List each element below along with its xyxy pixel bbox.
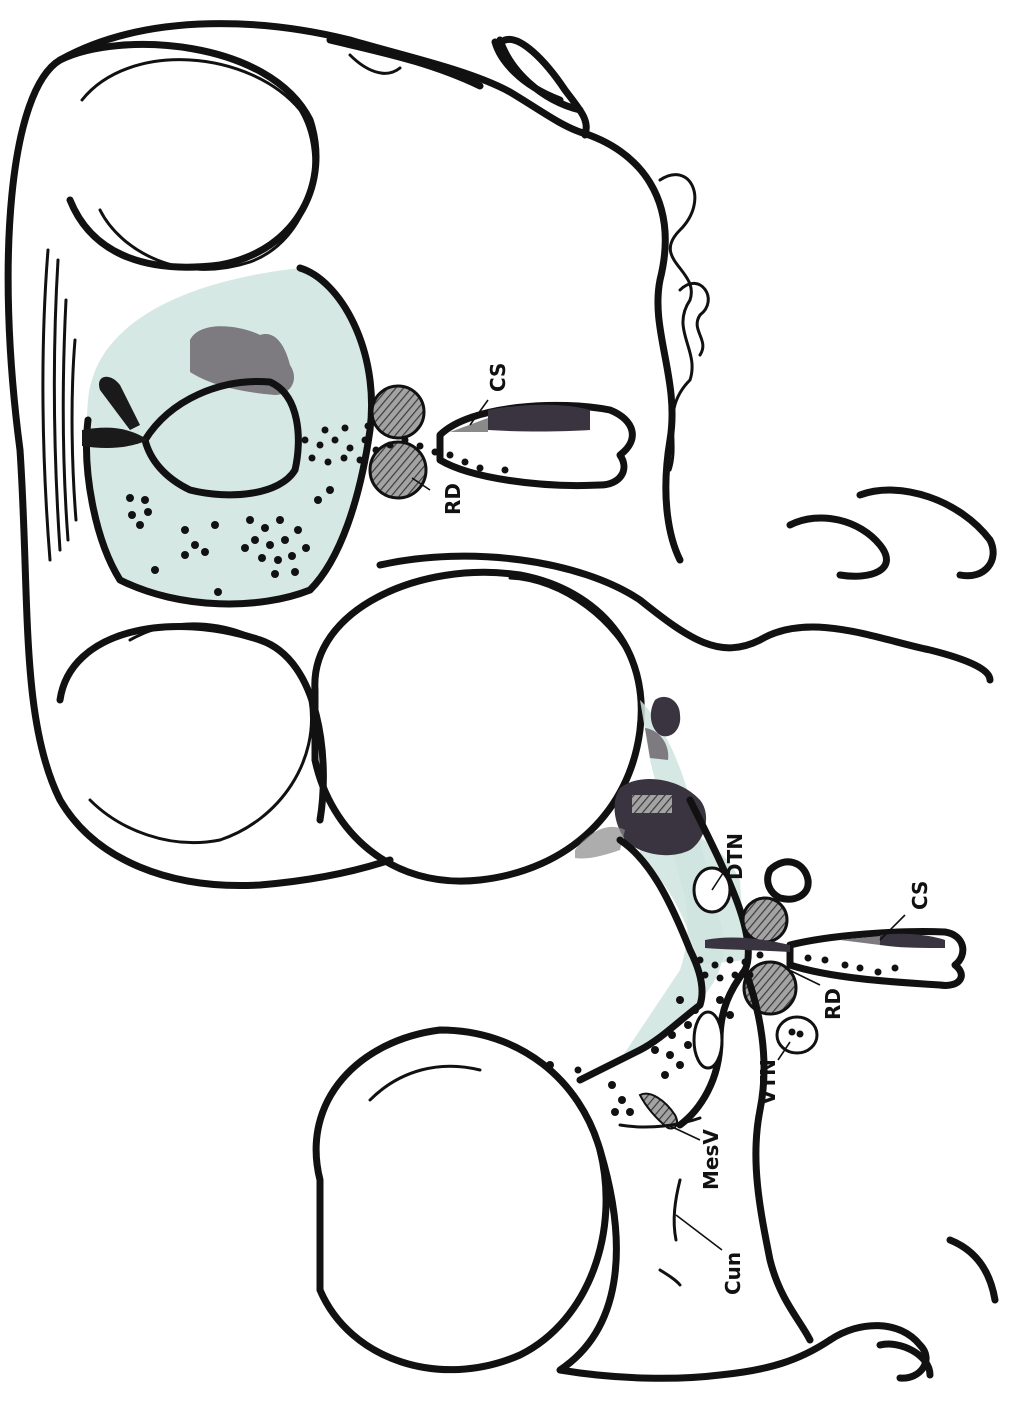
lower-mesv-nucleus [640, 1094, 677, 1129]
lower-small-blob [768, 862, 808, 899]
label-cs-lower: CS [908, 881, 932, 910]
upper-section [8, 24, 993, 886]
upper-bottom-lobe [90, 624, 312, 843]
label-rd-upper: RD [441, 483, 465, 515]
label-vtn: VTN [756, 1059, 780, 1105]
lower-dark-block-hatch [632, 795, 672, 813]
upper-right-lobe [495, 40, 580, 110]
upper-rd-nucleus-a [372, 386, 424, 438]
label-cun: Cun [721, 1252, 745, 1295]
lower-grey-shadow [575, 827, 625, 859]
lower-small-tick [660, 1270, 680, 1285]
upper-striations [43, 250, 76, 560]
lower-right-tail [950, 1240, 995, 1300]
upper-outer-right [580, 132, 680, 560]
lower-bottom-lobe-inner [370, 1066, 480, 1100]
label-rd-lower: RD [821, 988, 845, 1020]
label-mesv: MesV [699, 1129, 723, 1190]
lower-cun-arc [674, 1180, 680, 1240]
lower-vtn-dot-b [797, 1031, 804, 1038]
upper-flap-b [860, 490, 993, 576]
label-cs-upper: CS [486, 363, 510, 392]
upper-flap-a [790, 518, 886, 576]
label-dtn: DTN [723, 833, 747, 880]
lower-vtn-dot-a [789, 1029, 796, 1036]
leader-mesv [668, 1125, 700, 1140]
lower-cs-dark-b [880, 934, 945, 948]
upper-top-contour [330, 40, 480, 86]
upper-bottom-lobe-ring [60, 627, 323, 821]
lower-bottom-lobe-outer [560, 1150, 830, 1378]
lower-rd-nucleus-a [743, 898, 787, 942]
upper-top-lobe-ring [60, 44, 316, 267]
lower-bottom-lobe [316, 1030, 606, 1370]
lower-oval [694, 1012, 722, 1068]
upper-cs-dark [488, 405, 590, 432]
lower-section [315, 556, 995, 1378]
leader-cun [676, 1215, 722, 1250]
upper-flap-top [505, 39, 586, 135]
